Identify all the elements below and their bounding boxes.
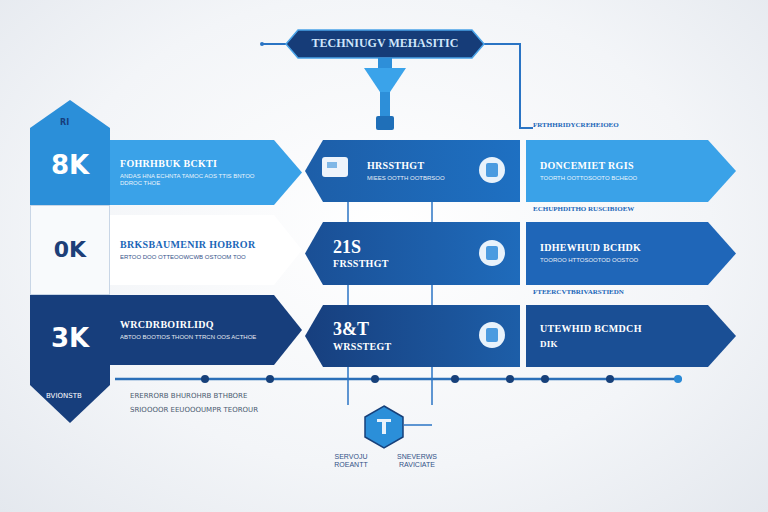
node-heading: UTEWHID BCMDCH: [540, 323, 704, 335]
connector-line: [431, 285, 433, 305]
row-caption: FRTHHRIDYCREHEIOEO: [533, 121, 619, 129]
node-heading: HRSSTHGT: [367, 160, 484, 172]
title-banner: [286, 30, 484, 58]
node-body: TOORTH OOTTOSOOTO BCHEOO: [540, 175, 704, 182]
node-body: MIEES OOTTH OOTBRSOO: [367, 175, 484, 182]
hexagon-node: SERVOJU ROEANTT SNEVERWS RAVICIATE: [322, 405, 446, 483]
tab-tag: RI: [60, 118, 69, 128]
node-body: WRSSTEGT: [333, 341, 484, 353]
node-body: SNEVERWS RAVICIATE: [388, 453, 446, 470]
process-box: DONCEMIET RGIS TOORTH OOTTOSOOTO BCHEOO: [526, 140, 736, 202]
connector-line: [347, 202, 349, 222]
device-icon: [322, 157, 348, 177]
process-box: UTEWHID BCMDCH DIK: [526, 305, 736, 367]
note-text: ERERRORB BHUROHRB BTHBORE: [130, 392, 247, 400]
side-tab: 0K: [30, 205, 110, 295]
leader-dot: [260, 42, 264, 46]
connector-line: [347, 367, 349, 405]
node-body: TOOROO HTTOSOOTOD OOSTOO: [540, 257, 704, 264]
title-leader: [262, 43, 288, 45]
text-row: SERVOJU ROEANTT SNEVERWS RAVICIATE: [322, 453, 446, 470]
tip-caption: BVIONSTB: [46, 392, 82, 400]
process-box: HRSSTHGT MIEES OOTTH OOTBRSOO: [305, 140, 520, 202]
side-tab: 3K: [30, 295, 110, 423]
node-heading: IDHEWHUD BCHDK: [540, 242, 704, 254]
node-body: ERTOO DOO OTTEOOWCWB OSTOOM TOO: [120, 254, 268, 261]
node-body: ANDAS HNA ECHNTA TAMOC AOS TTIS BNTOO DD…: [120, 173, 268, 187]
process-box: BRKSBAUMENIR HOBROR ERTOO DOO OTTEOOWCWB …: [110, 215, 302, 285]
node-heading: 8K: [34, 150, 106, 181]
diagram-title: TECHNIUGV MEHASITIC: [300, 36, 470, 50]
connector-line: [347, 285, 349, 305]
connector-line: [431, 202, 433, 222]
node-body: FRSSTHGT: [333, 258, 484, 270]
node-heading: 3K: [34, 323, 106, 354]
process-box: IDHEWHUD BCHDK TOOROO HTTOSOOTOD OOSTOO: [526, 222, 736, 285]
connector-line: [431, 367, 433, 405]
process-box: 21SFRSSTHGT: [305, 222, 520, 285]
hexagon-shape: [362, 405, 406, 449]
row-caption: ECHUPHDITHO RUSCIBIOEW: [533, 205, 634, 213]
funnel-icon: [364, 58, 406, 130]
process-box: FOHRHBUK BCKTI ANDAS HNA ECHNTA TAMOC AOS…: [110, 140, 302, 205]
title-leader: [482, 44, 533, 128]
node-heading: 3&T: [333, 319, 484, 341]
timeline: [115, 375, 682, 383]
node-heading: 0K: [35, 237, 105, 263]
process-box: WRCDRBOIRLIDQ ABTOO BOOTIOS THOON TTRCN O…: [110, 295, 302, 365]
node-heading: FOHRHBUK BCKTI: [120, 158, 268, 170]
side-tab: 8K: [30, 100, 110, 205]
node-body: ABTOO BOOTIOS THOON TTRCN OOS ACTHOE: [120, 334, 268, 341]
node-body: DIK: [540, 339, 704, 350]
node-heading: SERVOJU ROEANTT: [322, 453, 380, 470]
row-caption: FTEERCVTBRIVARSTIEDN: [533, 288, 624, 296]
node-heading: DONCEMIET RGIS: [540, 160, 704, 172]
note-text: SRIOOOOR EEUOOOUMPR TEOROUR: [130, 406, 258, 414]
node-heading: BRKSBAUMENIR HOBROR: [120, 239, 268, 251]
node-heading: 21S: [333, 237, 484, 259]
process-box: 3&TWRSSTEGT: [305, 305, 520, 367]
node-heading: WRCDRBOIRLIDQ: [120, 319, 268, 331]
hex-tick: [404, 424, 432, 426]
round-icon: [479, 157, 505, 348]
